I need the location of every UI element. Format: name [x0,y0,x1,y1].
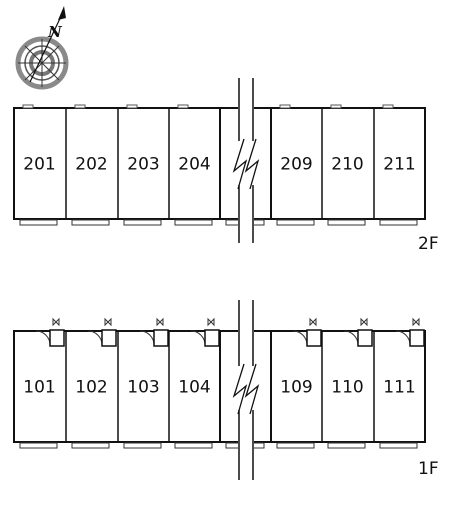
compass-north-label: N [47,23,63,41]
unit-211: 211 [383,155,415,175]
unit-102: 102 [75,378,107,398]
floor-2f: 201 202 203 204 209 210 211 [13,104,426,226]
unit-104: 104 [178,378,210,398]
unit-210: 210 [331,155,363,175]
unit-209: 209 [280,155,312,175]
omission-break-line [228,78,260,480]
unit-203: 203 [127,155,159,175]
unit-202: 202 [75,155,107,175]
floor-label-1f: 1F [418,459,439,479]
unit-111: 111 [383,378,415,398]
floor-label-2f: 2F [418,234,439,254]
unit-103: 103 [127,378,159,398]
unit-109: 109 [280,378,312,398]
floor-1f: 101 102 103 104 109 110 111 [13,317,426,449]
unit-204: 204 [178,155,210,175]
compass-icon: N [15,6,69,90]
unit-201: 201 [23,155,55,175]
unit-101: 101 [23,378,55,398]
unit-110: 110 [331,378,363,398]
